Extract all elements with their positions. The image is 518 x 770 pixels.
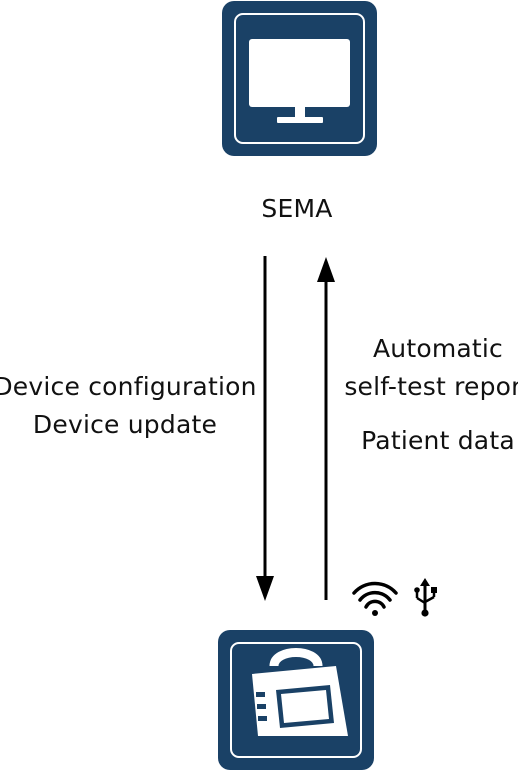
- self-test-report-text: self-test report: [344, 372, 518, 401]
- wifi-icon: [352, 581, 398, 616]
- arrow-down: [256, 256, 274, 601]
- sema-tile: [222, 1, 377, 156]
- sema-label: SEMA: [261, 194, 333, 223]
- defibrillator-device-icon: [252, 648, 348, 736]
- sema-tile-frame: [234, 13, 365, 144]
- flow-arrows: [256, 256, 335, 601]
- device-update-text: Device update: [32, 410, 218, 439]
- usb-icon: [414, 578, 437, 617]
- device-tile: [218, 630, 374, 770]
- report-labels: Automatic self-test report Patient data: [338, 330, 518, 460]
- device-config-labels: Device configuration Device update: [0, 368, 260, 444]
- patient-data-text: Patient data: [361, 426, 515, 455]
- device-configuration-text: Device configuration: [0, 372, 257, 401]
- arrow-up: [317, 257, 335, 600]
- automatic-text: Automatic: [372, 334, 503, 363]
- connectivity-icons: [352, 578, 437, 617]
- monitor-icon: [249, 39, 350, 123]
